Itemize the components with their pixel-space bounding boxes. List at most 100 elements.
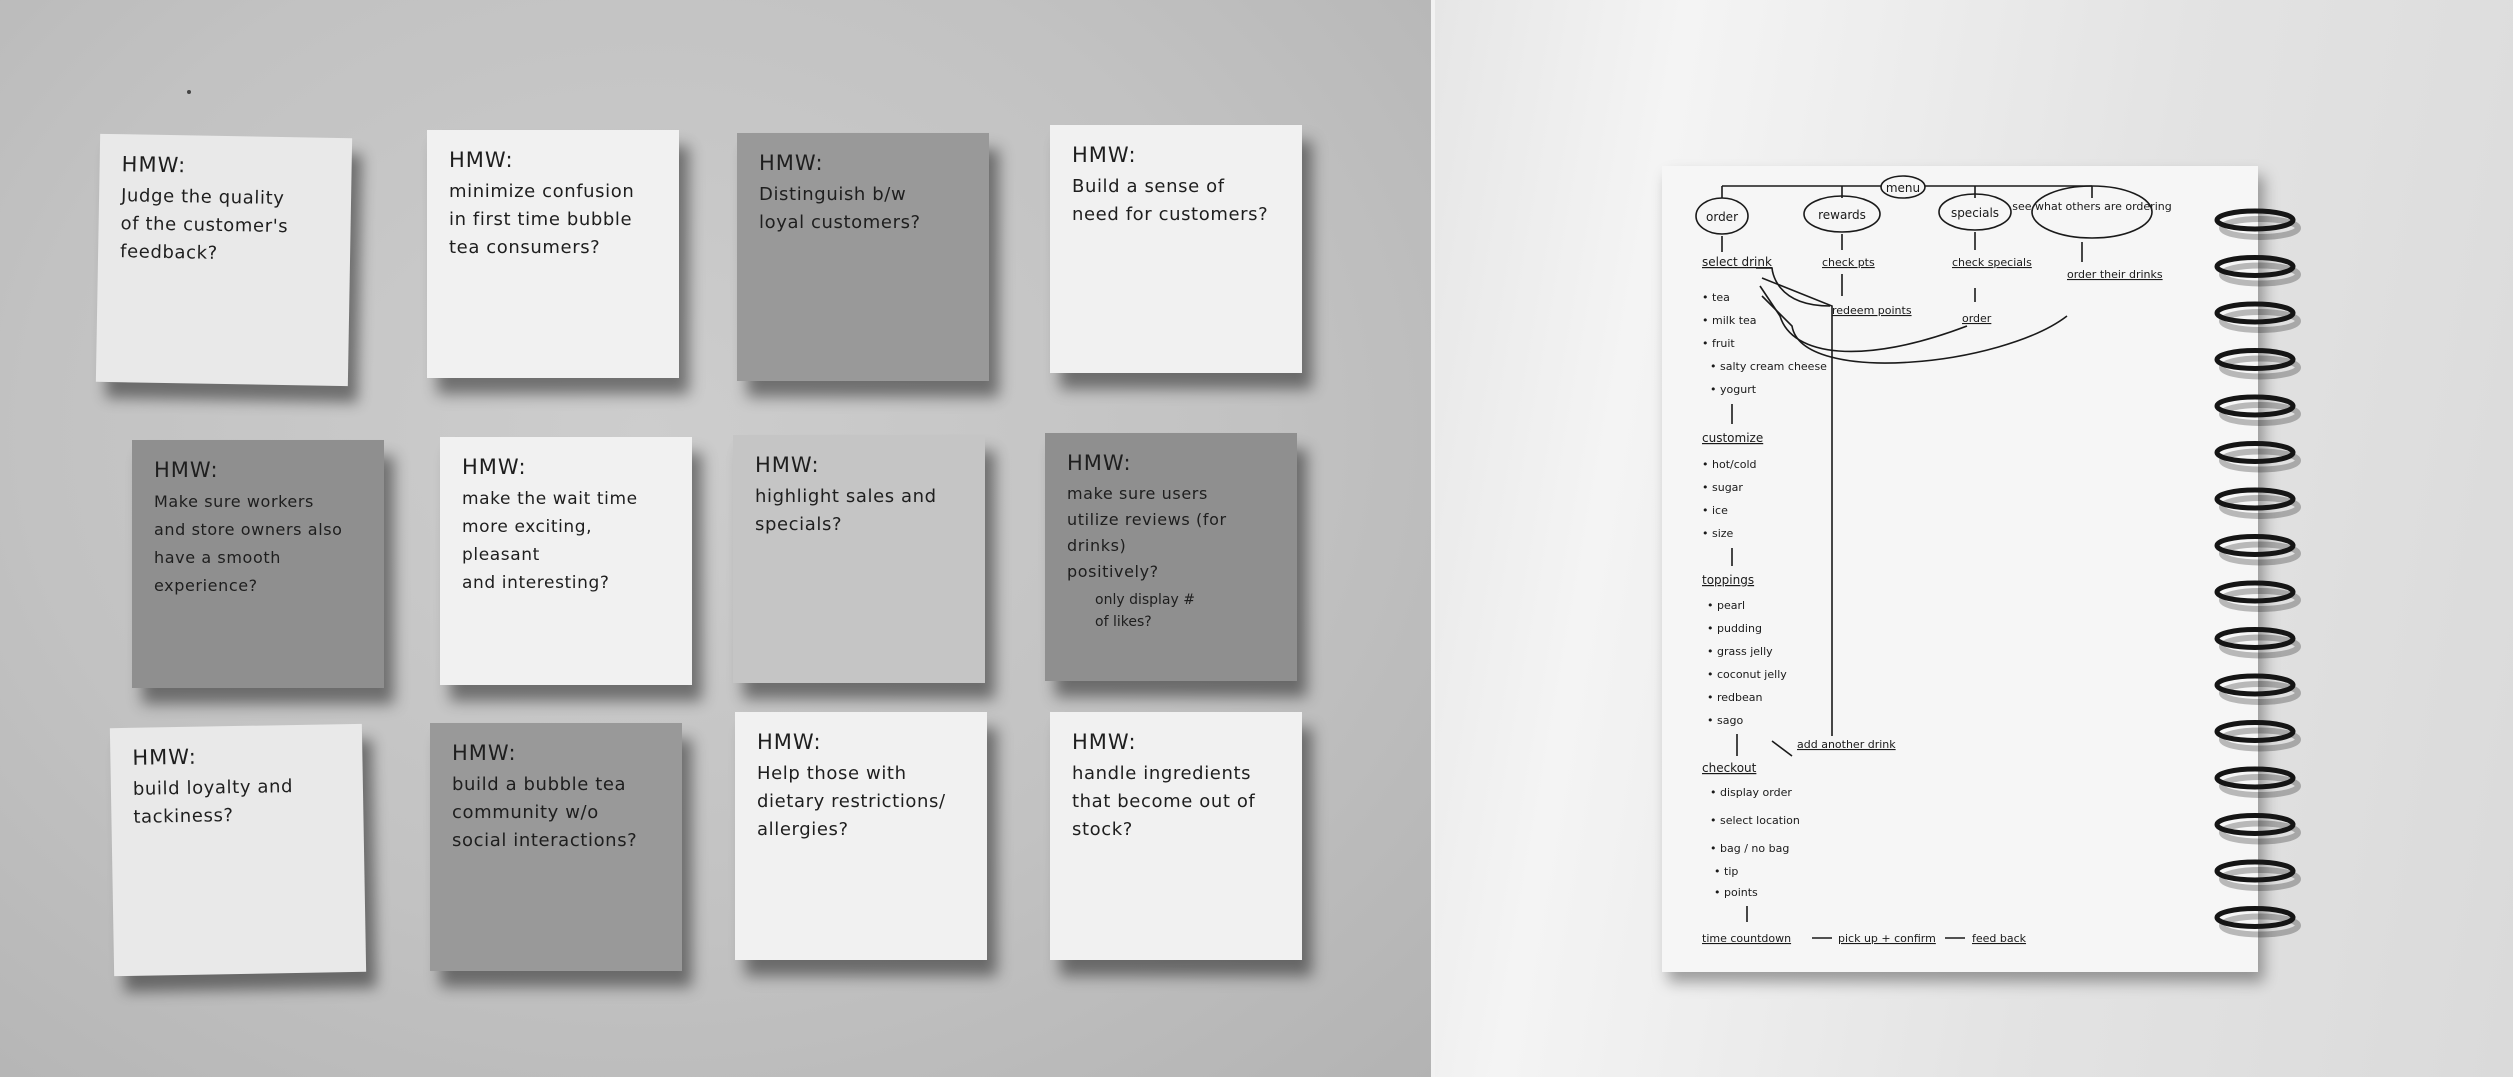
specials-step: check specials — [1952, 256, 2032, 269]
toppings-item: • redbean — [1707, 691, 1763, 704]
sticky-note: HMW: Help those with dietary restriction… — [735, 712, 987, 960]
spiral-coil-shadow — [2219, 402, 2301, 426]
note-question: build loyalty and tackiness? — [132, 776, 294, 828]
note-heading: HMW: — [462, 455, 527, 479]
note-question: Build a sense of need for customers? — [1072, 176, 1269, 225]
note-heading: HMW: — [757, 730, 822, 754]
select-drink-title: select drink — [1702, 255, 1772, 269]
spiral-coil-shadow — [2219, 262, 2301, 287]
toppings-title: toppings — [1702, 573, 1754, 587]
spiral-coil-shadow — [2219, 634, 2301, 659]
order-bubble — [1695, 197, 1749, 235]
spiral-coil — [2214, 255, 2296, 278]
note-question: build a bubble tea community w/o social … — [452, 774, 638, 851]
spiral-coil — [2214, 627, 2296, 650]
customize-item: • hot/cold — [1702, 458, 1757, 471]
note-question: make the wait time more exciting, pleasa… — [462, 489, 638, 593]
menu-label: menu — [1886, 181, 1920, 195]
sticky-note: HMW: build loyalty and tackiness? — [109, 723, 367, 977]
see-others-bubble — [2031, 185, 2153, 239]
spiral-coil-shadow — [2219, 216, 2301, 240]
user-flow-sketch: menu order rewards specials see what oth… — [1695, 175, 2172, 945]
final-step: time countdown — [1702, 932, 1791, 945]
spiral-coil — [2214, 394, 2296, 418]
others-step: order their drinks — [2067, 268, 2163, 281]
note-question: Judge the quality of the customer's feed… — [119, 185, 289, 264]
select-drink-item: • milk tea — [1702, 314, 1757, 327]
note-question: Make sure workers and store owners also … — [154, 492, 343, 595]
note-heading: HMW: — [759, 151, 824, 175]
spiral-coil — [2214, 487, 2296, 511]
toppings-item: • coconut jelly — [1707, 668, 1787, 681]
note-heading: HMW: — [1072, 730, 1137, 754]
spiral-coil-shadow — [2219, 820, 2301, 845]
note-question: minimize confusion in first time bubble … — [449, 181, 635, 258]
specials-bubble — [1938, 193, 2012, 231]
note-heading: HMW: — [755, 453, 820, 477]
spiral-coil — [2214, 906, 2296, 929]
branch-label: rewards — [1818, 208, 1866, 222]
select-drink-item: • tea — [1702, 291, 1730, 304]
spiral-coil — [2214, 348, 2296, 371]
customize-title: customize — [1702, 431, 1763, 445]
note-question: make sure users utilize reviews (for dri… — [1067, 484, 1227, 581]
sticky-note: HMW: make sure users utilize reviews (fo… — [1045, 433, 1297, 681]
note-heading: HMW: — [452, 741, 517, 765]
spiral-coil — [2214, 208, 2296, 232]
see-others-label: see what others are ordering — [2012, 200, 2171, 213]
sticky-note: HMW: Distinguish b/w loyal customers? — [737, 133, 989, 381]
return-arrow — [1759, 285, 1968, 353]
note-question: highlight sales and specials? — [755, 486, 937, 535]
spiral-coil — [2214, 534, 2296, 557]
sticky-note-wall: HMW: Judge the quality of the customer's… — [0, 0, 1435, 1077]
branch-connectors — [1721, 186, 2093, 198]
spiral-coil — [2214, 859, 2296, 883]
sticky-note: HMW: build a bubble tea community w/o so… — [430, 723, 682, 971]
branch-label: order — [1706, 210, 1738, 224]
spiral-coil-shadow — [2219, 774, 2301, 798]
spiral-coil — [2214, 813, 2296, 836]
note-heading: HMW: — [121, 152, 187, 178]
select-drink-item: • fruit — [1702, 337, 1735, 350]
note-sub-note: only display # of likes? — [1095, 592, 1195, 630]
add-another-loop — [1761, 277, 1833, 736]
spiral-coil-shadow — [2219, 355, 2301, 380]
spiral-coil — [2214, 766, 2296, 790]
spiral-coil-shadow — [2219, 309, 2301, 333]
checkout-item: • points — [1714, 886, 1758, 899]
spiral-coil-shadow — [2219, 867, 2301, 891]
rewards-step: redeem points — [1832, 304, 1912, 317]
return-arrow — [1761, 295, 2068, 364]
wall-speck — [187, 90, 191, 94]
spiral-coil-shadow — [2219, 681, 2301, 705]
rewards-step: check pts — [1822, 256, 1875, 269]
spiral-coil — [2214, 673, 2296, 697]
spiral-coil — [2214, 580, 2296, 604]
spiral-coil-shadow — [2219, 727, 2301, 752]
rewards-bubble — [1803, 195, 1881, 233]
checkout-title: checkout — [1702, 761, 1757, 775]
sticky-note: HMW: handle ingredients that become out … — [1050, 712, 1302, 960]
spiral-coil-shadow — [2219, 495, 2301, 519]
sticky-note: HMW: Judge the quality of the customer's… — [95, 133, 353, 387]
branch-label: see what others are ordering — [2012, 200, 2171, 213]
sticky-note: HMW: make the wait time more exciting, p… — [440, 437, 692, 685]
spiral-coil — [2214, 720, 2296, 743]
specials-step: order — [1962, 312, 1992, 325]
final-step: feed back — [1972, 932, 2027, 945]
menu-bubble — [1880, 175, 1926, 199]
spiral-coil-shadow — [2219, 588, 2301, 612]
customize-item: • ice — [1702, 504, 1728, 517]
sticky-note: HMW: Make sure workers and store owners … — [132, 440, 384, 688]
final-step: pick up + confirm — [1838, 932, 1936, 945]
note-question: handle ingredients that become out of st… — [1072, 763, 1256, 840]
customize-item: • sugar — [1702, 481, 1743, 494]
spiral-coil-shadow — [2219, 448, 2301, 473]
notebook-page: menu order rewards specials see what oth… — [1662, 166, 2258, 972]
note-heading: HMW: — [132, 744, 198, 770]
select-drink-item: • salty cream cheese — [1710, 360, 1827, 373]
arrow — [1771, 740, 1793, 757]
note-question: Help those with dietary restrictions/ al… — [757, 763, 946, 840]
note-heading: HMW: — [1067, 451, 1132, 475]
spiral-coil — [2214, 441, 2296, 464]
